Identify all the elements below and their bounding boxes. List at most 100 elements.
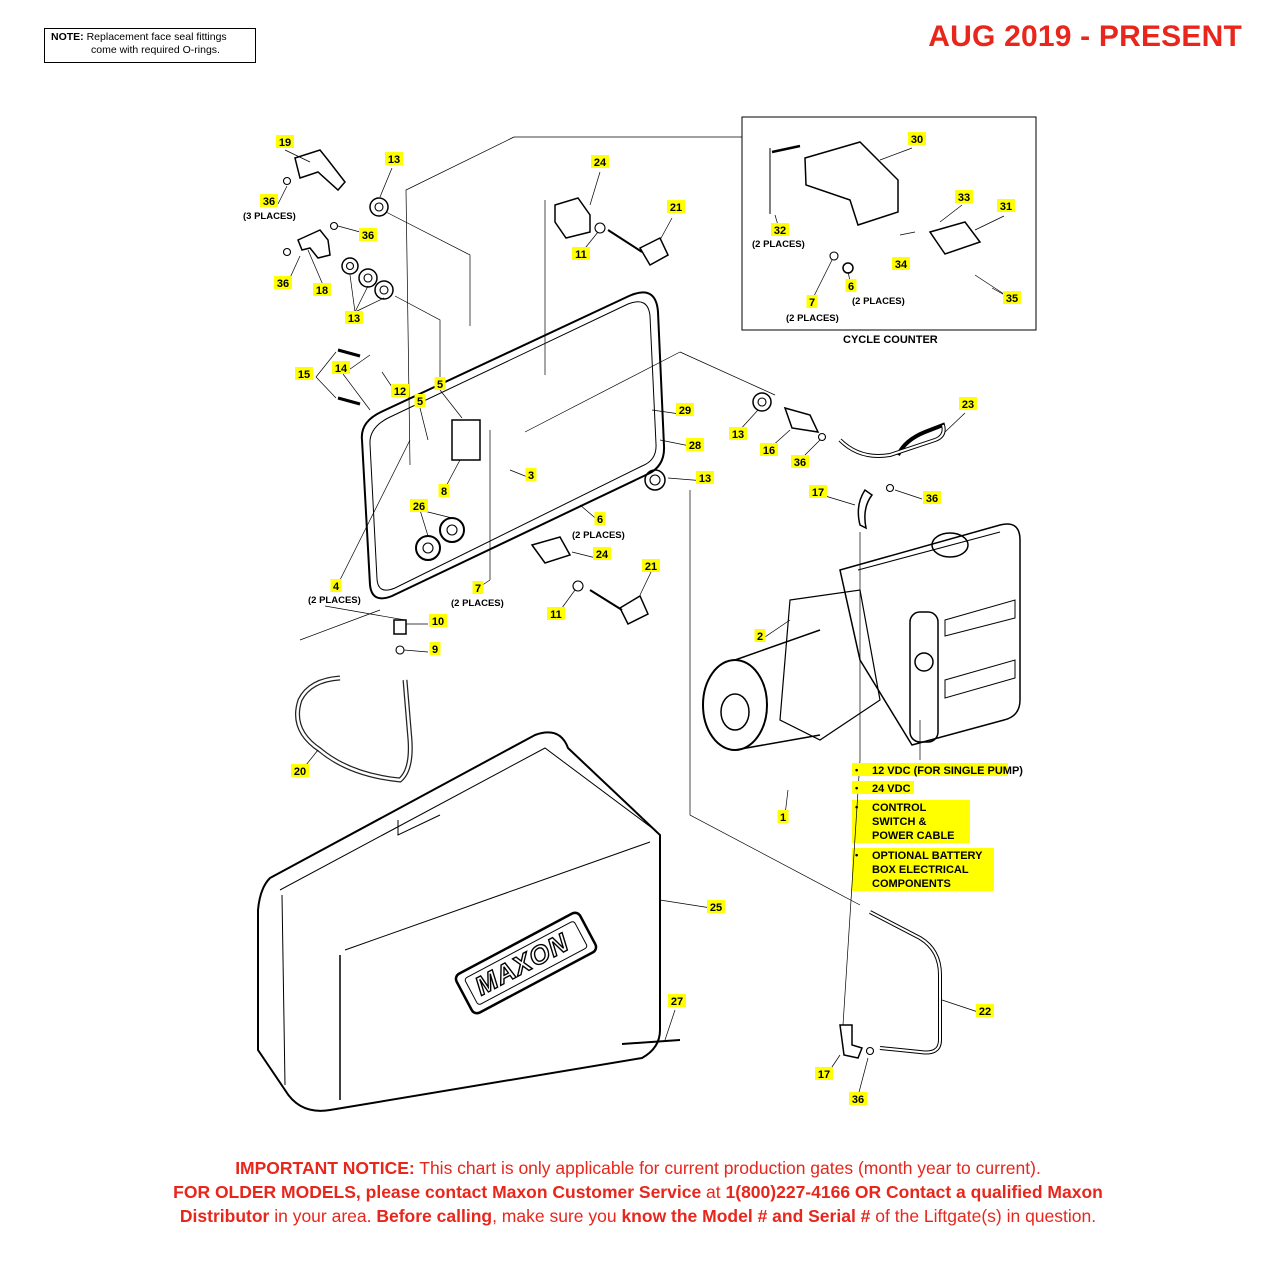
callout-11b: 11 xyxy=(550,609,562,621)
callout-highlight-6b xyxy=(594,512,606,525)
callout-17a: 17 xyxy=(812,487,824,499)
pump-option-battery: OPTIONAL BATTERY xyxy=(872,850,983,862)
callout-3: 3 xyxy=(528,470,534,482)
callout-highlight-5a xyxy=(414,394,426,407)
callout-22: 22 xyxy=(979,1006,991,1018)
fitting-19 xyxy=(294,149,346,192)
callout-35: 35 xyxy=(1006,293,1018,305)
hose-20 xyxy=(295,675,413,783)
callout-highlight-8 xyxy=(438,484,450,497)
callout-14: 14 xyxy=(335,363,348,375)
callout-11a: 11 xyxy=(575,249,587,261)
counter-bracket-30 xyxy=(804,141,899,226)
callout-highlight-33 xyxy=(955,190,973,203)
qualifier-2-places-6a: (2 PLACES) xyxy=(852,296,905,307)
callout-9: 9 xyxy=(432,644,438,656)
callout-21a: 21 xyxy=(670,202,682,214)
callout-29: 29 xyxy=(679,405,691,417)
callout-33: 33 xyxy=(958,192,970,204)
callout-32: 32 xyxy=(774,225,786,237)
qualifier-2-places-6b: (2 PLACES) xyxy=(572,530,625,541)
pump-option-control: CONTROL xyxy=(872,802,927,814)
callout-5a: 5 xyxy=(417,396,423,408)
callout-highlight-11a xyxy=(572,247,590,260)
callout-highlight-30 xyxy=(908,132,926,145)
callout-17b: 17 xyxy=(818,1069,830,1081)
callout-15: 15 xyxy=(298,369,310,381)
callout-24a: 24 xyxy=(594,157,607,169)
callout-10: 10 xyxy=(432,616,444,628)
qualifier-2-places-7b: (2 PLACES) xyxy=(451,598,504,609)
callout-highlight-16 xyxy=(760,443,778,456)
svg-text:•: • xyxy=(855,765,859,776)
callout-highlight-13b xyxy=(345,311,363,324)
pump-option-24vdc: 24 VDC xyxy=(872,783,911,795)
callout-highlight-26 xyxy=(410,499,428,512)
callout-26: 26 xyxy=(413,501,425,513)
callout-19: 19 xyxy=(279,137,291,149)
callout-highlight-18 xyxy=(313,283,331,296)
callout-highlight-36c xyxy=(274,276,292,289)
callout-highlight-36a xyxy=(260,194,278,207)
callout-highlight-29 xyxy=(676,403,694,416)
callout-highlight-4 xyxy=(330,579,342,592)
callout-highlight-27 xyxy=(668,994,686,1007)
callout-highlight-13c xyxy=(729,427,747,440)
callout-highlight-24b xyxy=(593,547,611,560)
callout-16: 16 xyxy=(763,445,775,457)
callout-highlight-15 xyxy=(295,367,313,380)
callout-25: 25 xyxy=(710,902,722,914)
callout-highlight-32 xyxy=(771,223,789,236)
cycle-counter-title: CYCLE COUNTER xyxy=(843,334,938,346)
qualifier-3-places: (3 PLACES) xyxy=(243,211,296,222)
callout-36c: 36 xyxy=(277,278,289,290)
callout-28: 28 xyxy=(689,440,701,452)
callout-highlight-22 xyxy=(976,1004,994,1017)
callout-36a: 36 xyxy=(263,196,275,208)
pump-option-box: BOX ELECTRICAL xyxy=(872,864,969,876)
callout-31: 31 xyxy=(1000,201,1012,213)
note-line-1: Replacement face seal fittings xyxy=(86,31,227,43)
callout-1: 1 xyxy=(780,812,786,824)
callout-highlight-2 xyxy=(754,629,766,642)
callout-6a: 6 xyxy=(848,281,854,293)
callout-36b: 36 xyxy=(362,230,374,242)
callout-13d: 13 xyxy=(699,473,711,485)
pump-motor-assembly xyxy=(702,523,1021,751)
callout-34: 34 xyxy=(895,259,908,271)
callout-highlight-36e xyxy=(923,491,941,504)
callout-highlight-31 xyxy=(997,199,1015,212)
cable-tie-27 xyxy=(621,1039,681,1045)
pump-option-switch: SWITCH & xyxy=(872,816,926,828)
note-box: NOTE: Replacement face seal fittings com… xyxy=(44,28,256,63)
callout-highlight-23 xyxy=(959,397,977,410)
callout-highlight-3 xyxy=(525,468,537,481)
callout-13a: 13 xyxy=(388,154,400,166)
plate-24-top xyxy=(554,197,591,239)
callout-7a: 7 xyxy=(809,297,815,309)
cover-plate xyxy=(360,291,666,600)
callout-2: 2 xyxy=(757,631,763,643)
svg-text:•: • xyxy=(855,850,859,861)
callout-highlight-12 xyxy=(391,384,409,397)
counter-31 xyxy=(928,221,982,255)
callout-highlight-21b xyxy=(642,559,660,572)
notice-line-3: Distributor in your area. Before calling… xyxy=(179,1206,1097,1226)
callout-36f: 36 xyxy=(852,1094,864,1106)
callout-highlight-7a xyxy=(806,295,818,308)
callout-highlight-5b xyxy=(434,377,446,390)
callout-4: 4 xyxy=(333,581,340,593)
callout-highlight-28 xyxy=(686,438,704,451)
important-notice: IMPORTANT NOTICE: This chart is only app… xyxy=(60,1156,1216,1228)
knob-21-top xyxy=(638,236,669,267)
knob-21-bottom xyxy=(619,594,649,626)
callout-highlight-11b xyxy=(547,607,565,620)
maxon-logo xyxy=(454,911,598,1015)
reservoir-cover xyxy=(257,731,661,1112)
plate-24-bottom xyxy=(530,536,572,564)
notice-line-2: FOR OLDER MODELS, please contact Maxon C… xyxy=(173,1182,1103,1202)
cycle-counter-frame xyxy=(741,116,1037,331)
callout-8: 8 xyxy=(441,486,447,498)
callout-highlight-34 xyxy=(892,257,910,270)
